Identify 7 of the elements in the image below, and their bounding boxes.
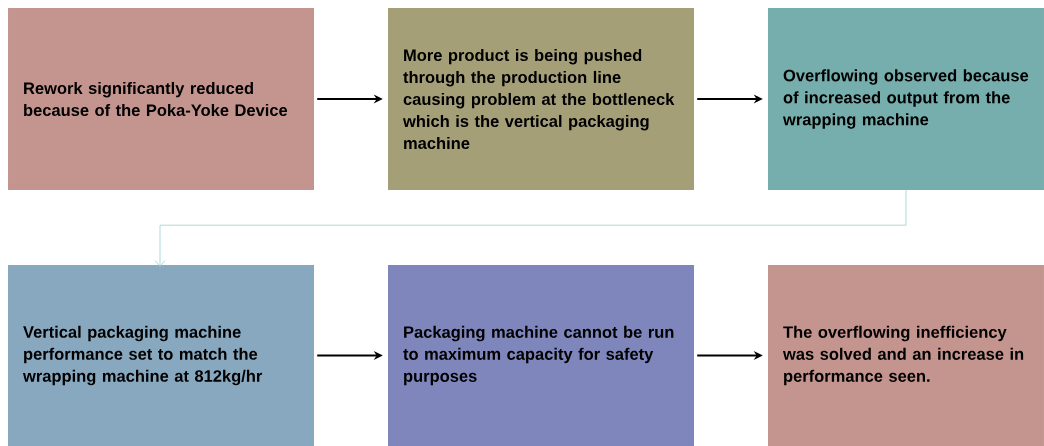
process-box: The overflowing inefficiency was solved and an increase in performance seen.	[768, 265, 1044, 446]
process-box: Rework significantly reduced because of the Poka-Yoke Device	[8, 8, 314, 190]
process-box: Vertical packaging machine performance set to match the wrapping machine at 812kg/hr	[8, 265, 314, 446]
arrow	[154, 189, 907, 267]
process-box: Packaging machine cannot be run to maximum capacity for safety purposes	[388, 265, 694, 446]
process-box: More product is being pushed through the production line causing problem at the bottleneck which is the vertical packaging machine	[388, 8, 694, 190]
process-box: Overflowing observed because of increased output from the wrapping machine	[768, 8, 1044, 190]
